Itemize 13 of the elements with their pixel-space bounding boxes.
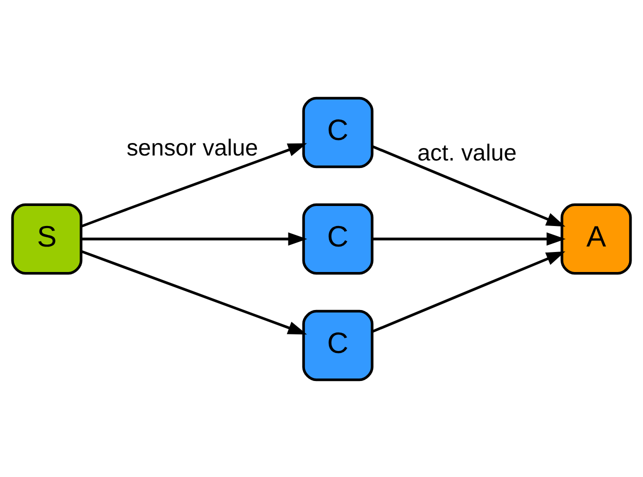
arrow [80, 250, 307, 334]
arrow [372, 232, 566, 246]
arrow [80, 142, 307, 228]
arrow [372, 250, 566, 332]
edge-label: act. value [417, 139, 517, 166]
arrow [81, 232, 308, 246]
node-box: C [302, 96, 374, 168]
node-box: S [11, 202, 82, 274]
arrow [372, 144, 566, 226]
node-box: A [560, 202, 632, 274]
node-box: C [302, 202, 374, 274]
node-box: C [302, 309, 374, 381]
edge-label: sensor value [126, 134, 258, 160]
